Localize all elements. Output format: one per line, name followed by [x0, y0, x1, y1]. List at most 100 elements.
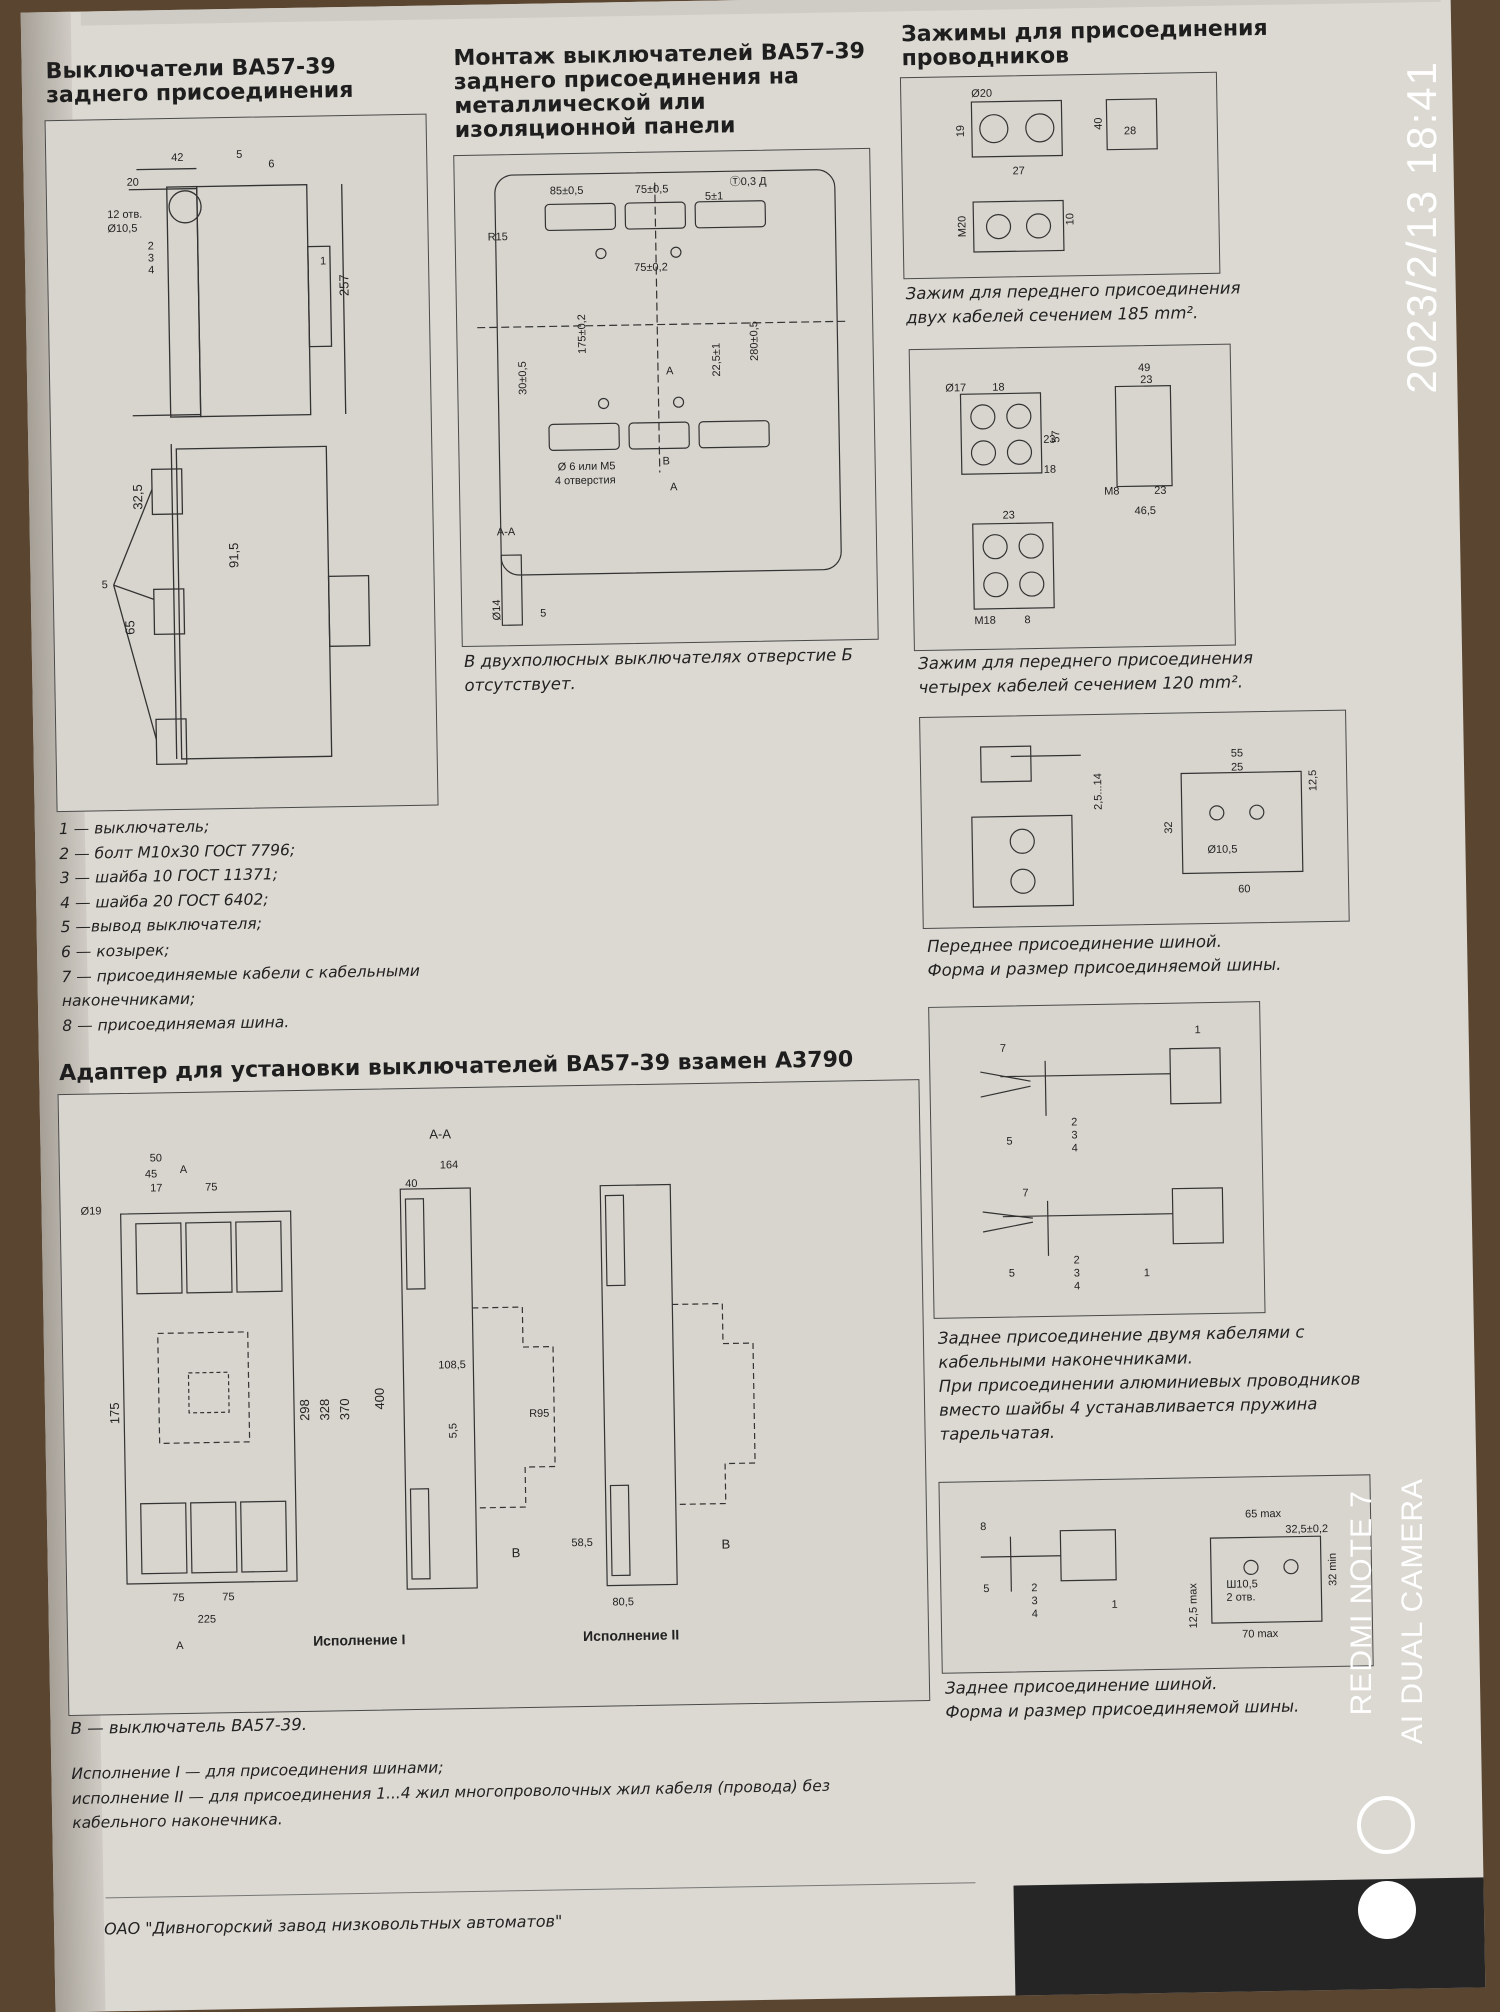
svg-text:75: 75	[205, 1181, 217, 1193]
svg-text:5: 5	[236, 149, 242, 161]
footer-divider	[105, 1882, 976, 1899]
svg-text:4: 4	[1074, 1280, 1080, 1292]
rear-cables-svg: 7 1 5 2 3 4 7 5 2 3 4 1	[980, 1024, 1224, 1292]
rear-cables-drawing: 7 1 5 2 3 4 7 5 2 3 4 1	[928, 1001, 1266, 1319]
svg-text:75: 75	[222, 1591, 234, 1603]
svg-text:Ш10,5: Ш10,5	[1226, 1578, 1258, 1591]
svg-text:10: 10	[1064, 213, 1076, 225]
svg-text:А: А	[176, 1640, 184, 1652]
svg-text:65: 65	[122, 620, 137, 635]
svg-text:23: 23	[1154, 485, 1166, 497]
svg-text:М20: М20	[956, 216, 968, 238]
front-busbar-svg: 2,5...14 55 25 12,5 32 Ø10,5 60	[971, 745, 1319, 908]
watermark-device-line1: REDMI NOTE 7	[1345, 1490, 1378, 1716]
clamp-4-cables-svg: Ø17 18 23 57 18 49 23 М8 23 46,5 23 М18 …	[945, 362, 1173, 627]
svg-text:18: 18	[992, 382, 1004, 394]
svg-text:1: 1	[1144, 1267, 1150, 1279]
watermark-device-line2: AI DUAL CAMERA	[1396, 1478, 1429, 1745]
svg-text:Ø 6 или М5: Ø 6 или М5	[558, 460, 616, 473]
adapter-svg: 50 45 17 75 Ø19 А 175 298 328 370 75 75 …	[80, 1126, 756, 1652]
camera-dot-icon	[1358, 1881, 1416, 1939]
rear-busbar-drawing: 8 5 2 3 4 1 65 max 32,5±0,2 Ш10,5 2 отв.…	[938, 1474, 1374, 1674]
svg-text:55: 55	[1231, 747, 1243, 759]
execution-i-label: Исполнение I	[313, 1631, 406, 1649]
footer-band	[1013, 1877, 1486, 1996]
svg-text:70 max: 70 max	[1242, 1628, 1279, 1641]
dim-text: 42	[171, 152, 183, 164]
rear-connection-title: Выключатели ВА57-39 заднего присоединени…	[45, 54, 354, 109]
svg-text:175: 175	[107, 1402, 122, 1424]
svg-text:32,5: 32,5	[130, 484, 145, 510]
svg-text:17: 17	[150, 1182, 162, 1194]
legend-item: 8 — присоединяемая шина.	[62, 1012, 290, 1035]
adapter-drawing: 50 45 17 75 Ø19 А 175 298 328 370 75 75 …	[57, 1079, 931, 1717]
svg-text:Ø14: Ø14	[491, 600, 503, 621]
svg-text:50: 50	[150, 1152, 162, 1164]
svg-text:32 min: 32 min	[1327, 1553, 1340, 1586]
svg-text:280±0,5: 280±0,5	[748, 321, 761, 361]
rear-connection-drawing: 42 5 6 20 12 отв. Ø10,5 2 3 4 1 257 32,5…	[44, 113, 439, 813]
svg-text:32,5±0,2: 32,5±0,2	[1285, 1523, 1328, 1536]
svg-text:А: А	[180, 1164, 188, 1176]
svg-text:Ø19: Ø19	[80, 1205, 101, 1217]
clamp-2-cables-drawing: Ø20 19 27 40 28 М20 10	[899, 71, 1221, 280]
svg-text:91,5: 91,5	[226, 543, 241, 569]
rear-busbar-caption: Заднее присоединение шиной. Форма и разм…	[944, 1674, 1300, 1722]
svg-text:65 max: 65 max	[1245, 1508, 1282, 1521]
svg-text:75: 75	[172, 1592, 184, 1604]
svg-text:58,5: 58,5	[571, 1537, 593, 1549]
svg-text:25: 25	[1231, 761, 1243, 773]
svg-text:6: 6	[268, 158, 274, 170]
svg-text:23: 23	[1043, 434, 1055, 446]
svg-text:28: 28	[1124, 125, 1136, 137]
svg-text:57: 57	[1050, 430, 1062, 442]
svg-text:А: А	[666, 365, 674, 377]
adapter-notes: Исполнение I — для присоединения шинами;…	[71, 1749, 830, 1836]
svg-text:80,5: 80,5	[612, 1596, 634, 1608]
svg-text:30±0,5: 30±0,5	[517, 361, 530, 395]
svg-text:175±0,2: 175±0,2	[576, 314, 589, 354]
svg-text:7: 7	[1022, 1187, 1028, 1199]
svg-text:1: 1	[320, 255, 326, 267]
svg-text:В: В	[721, 1536, 730, 1551]
svg-text:В: В	[511, 1545, 520, 1560]
svg-text:22,5±1: 22,5±1	[711, 343, 724, 377]
svg-text:4 отверстия: 4 отверстия	[555, 474, 616, 487]
mounting-title: Монтаж выключателей ВА57-39 заднего прис…	[453, 38, 866, 144]
svg-text:46,5: 46,5	[1134, 505, 1156, 517]
svg-text:3: 3	[148, 252, 154, 264]
svg-text:8: 8	[980, 1521, 986, 1533]
svg-text:12,5: 12,5	[1307, 770, 1319, 792]
svg-text:А: А	[670, 481, 678, 493]
svg-text:2: 2	[1031, 1582, 1037, 1594]
svg-text:370: 370	[337, 1398, 352, 1420]
front-busbar-drawing: 2,5...14 55 25 12,5 32 Ø10,5 60	[919, 709, 1350, 930]
svg-text:А-А: А-А	[497, 526, 516, 538]
svg-text:400: 400	[372, 1388, 387, 1410]
svg-text:3: 3	[1074, 1267, 1080, 1279]
svg-text:Ø20: Ø20	[971, 88, 992, 100]
svg-text:18: 18	[1044, 464, 1056, 476]
svg-text:2: 2	[1073, 1254, 1079, 1266]
svg-text:225: 225	[198, 1613, 217, 1625]
svg-text:328: 328	[317, 1399, 332, 1421]
adapter-title: Адаптер для установки выключателей ВА57-…	[58, 1047, 854, 1087]
svg-text:12 отв.: 12 отв.	[107, 209, 142, 222]
svg-text:В: В	[662, 455, 670, 467]
svg-text:23: 23	[1002, 509, 1014, 521]
svg-text:40: 40	[405, 1178, 417, 1190]
svg-text:2: 2	[148, 240, 154, 252]
svg-text:3: 3	[1031, 1595, 1037, 1607]
svg-text:М18: М18	[974, 615, 996, 627]
svg-text:2,5...14: 2,5...14	[1092, 773, 1105, 810]
svg-text:R15: R15	[488, 231, 508, 243]
svg-text:2: 2	[1071, 1116, 1077, 1128]
svg-text:1: 1	[1112, 1599, 1118, 1611]
mounting-caption: В двухполюсных выключателях отверстие Б …	[463, 645, 854, 695]
svg-text:5: 5	[983, 1583, 989, 1595]
clamp-2-cables-caption: Зажим для переднего присоединения двух к…	[905, 278, 1241, 328]
svg-text:23: 23	[1140, 374, 1152, 386]
watermark-datetime: 2023/2/13 18:41	[1398, 60, 1445, 394]
svg-text:27: 27	[1012, 165, 1024, 177]
rear-busbar-svg: 8 5 2 3 4 1 65 max 32,5±0,2 Ш10,5 2 отв.…	[980, 1508, 1340, 1641]
